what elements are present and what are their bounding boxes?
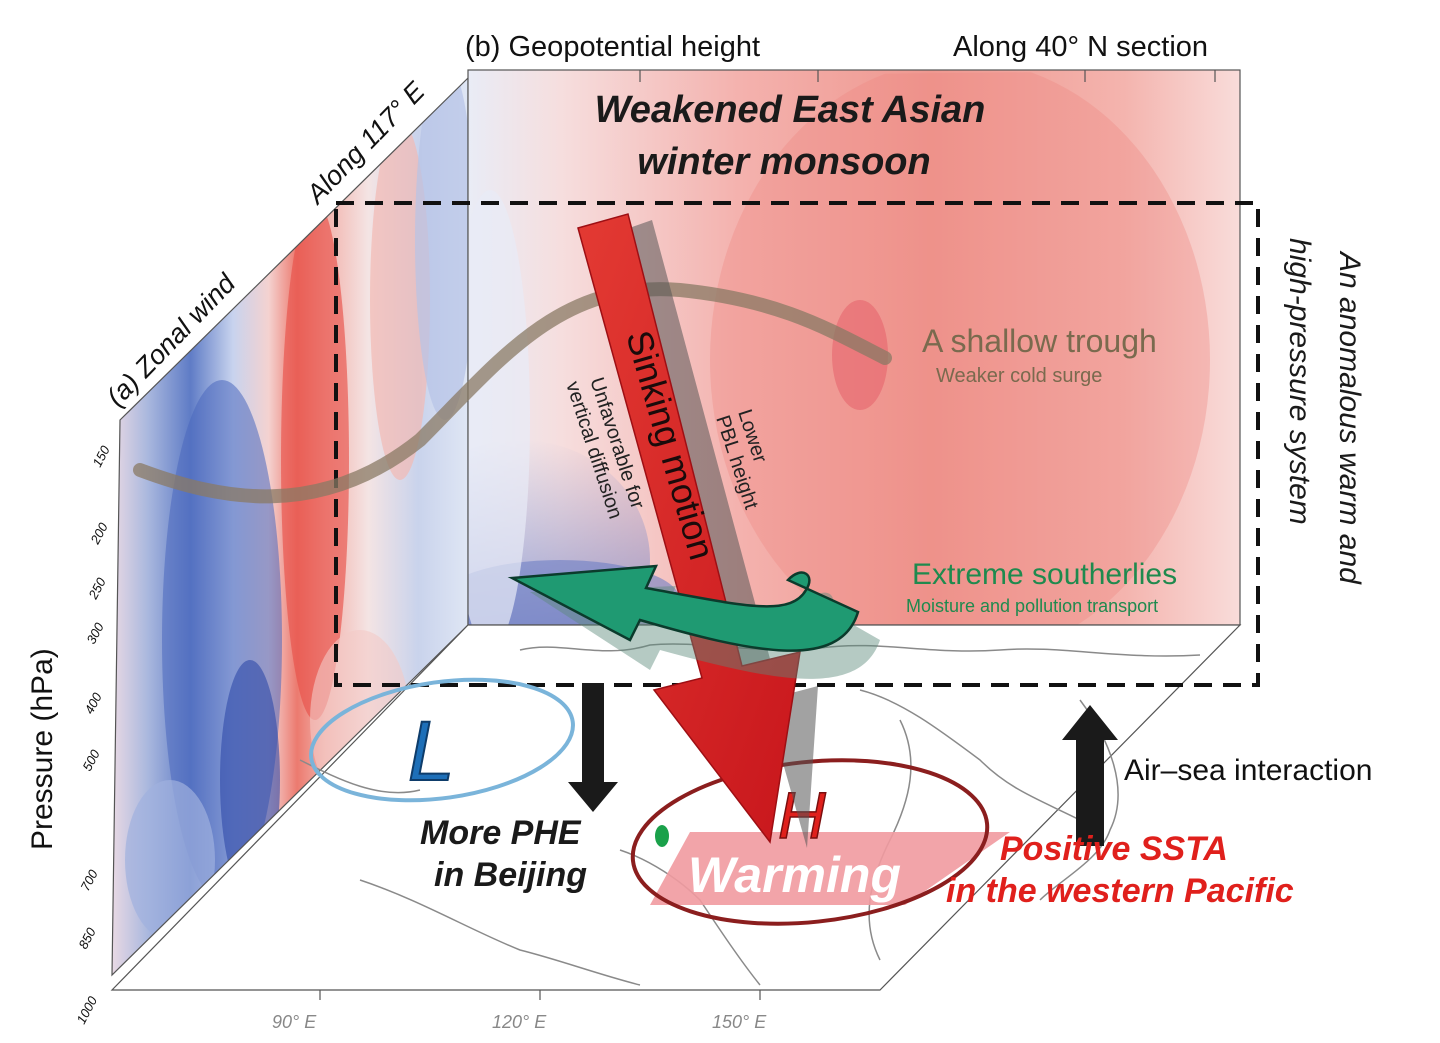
green-dot-beijing: [655, 825, 669, 847]
monsoon-title-line1: Weakened East Asian: [595, 89, 986, 131]
pressure-tick: 850: [75, 925, 99, 952]
low-pressure-ellipse: [309, 677, 575, 803]
high-pressure-system-line2: high-pressure system: [1283, 238, 1316, 525]
air-sea-label: Air–sea interaction: [1124, 754, 1372, 787]
pressure-tick: 700: [77, 867, 101, 894]
moisture-label: Moisture and pollution transport: [906, 596, 1158, 616]
southerlies-label: Extreme southerlies: [912, 558, 1177, 591]
ssta-label-line2: in the western Pacific: [946, 872, 1294, 910]
pressure-tick: 500: [79, 747, 103, 774]
up-arrow: [1062, 705, 1118, 846]
monsoon-title-line2: winter monsoon: [637, 141, 930, 183]
phe-label-line1: More PHE: [420, 814, 582, 852]
warming-label: Warming: [688, 847, 901, 903]
panel-b-section-label: Along 40° N section: [953, 31, 1208, 63]
ssta-label-line1: Positive SSTA: [1000, 830, 1228, 868]
pressure-tick: 300: [83, 620, 107, 647]
cold-surge-label: Weaker cold surge: [936, 365, 1102, 387]
lon-tick: 120° E: [492, 1012, 547, 1032]
trough-curve: [133, 282, 892, 504]
pressure-tick: 1000: [73, 993, 100, 1026]
low-pressure-symbol: L: [408, 704, 455, 798]
pressure-tick: 250: [85, 575, 109, 603]
geopotential-label: (b) Geopotential height: [465, 31, 760, 63]
pressure-tick: 150: [89, 443, 113, 470]
pressure-tick: 200: [87, 520, 111, 548]
high-pressure-system-line1: An anomalous warm and: [1333, 250, 1366, 585]
lon-tick: 90° E: [272, 1012, 317, 1032]
phe-label-line2: in Beijing: [434, 856, 587, 894]
pressure-axis-title: Pressure (hPa): [26, 648, 59, 850]
lon-tick: 150° E: [712, 1012, 767, 1032]
down-arrow: [568, 683, 618, 812]
pressure-axis: 150 200 250 300 400 500 700 850 1000 Pre…: [26, 443, 113, 1027]
trough-label: A shallow trough: [922, 323, 1157, 359]
southerlies-arrow: [507, 564, 880, 679]
pressure-tick: 400: [81, 690, 105, 717]
high-pressure-system-box: [334, 201, 1260, 687]
sinking-motion-arrow: [577, 213, 818, 848]
warming-patch: [650, 832, 1010, 905]
